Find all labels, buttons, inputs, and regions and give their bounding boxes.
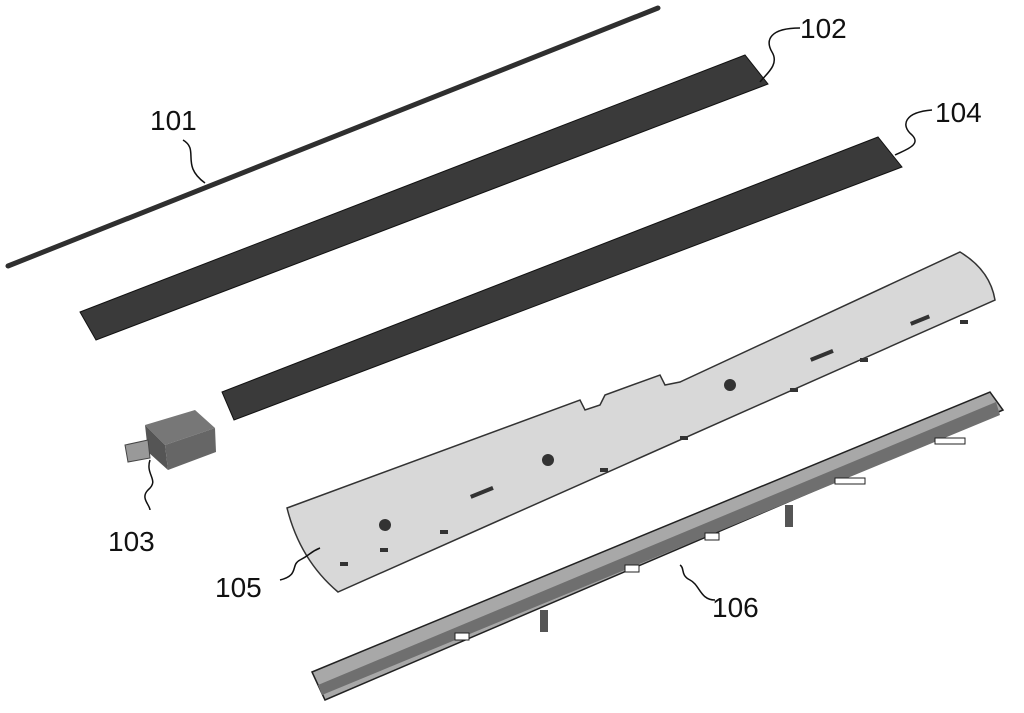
label-103: 103: [108, 526, 155, 557]
leader-104: [894, 109, 933, 156]
upper-strip-102: [79, 54, 769, 341]
label-101: 101: [150, 105, 197, 136]
rod-101: [5, 5, 661, 269]
rail-106: [310, 391, 1005, 701]
motor-103: [124, 410, 216, 470]
leader-103: [144, 459, 154, 511]
leader-102: [759, 27, 801, 83]
leader-106: [679, 564, 716, 601]
shell-105: [286, 251, 996, 593]
label-104: 104: [935, 97, 982, 128]
label-106: 106: [712, 592, 759, 623]
label-102: 102: [800, 13, 847, 44]
label-105: 105: [215, 572, 262, 603]
lower-strip-104: [221, 136, 903, 421]
leader-105: [279, 547, 321, 581]
leader-101: [182, 139, 206, 184]
